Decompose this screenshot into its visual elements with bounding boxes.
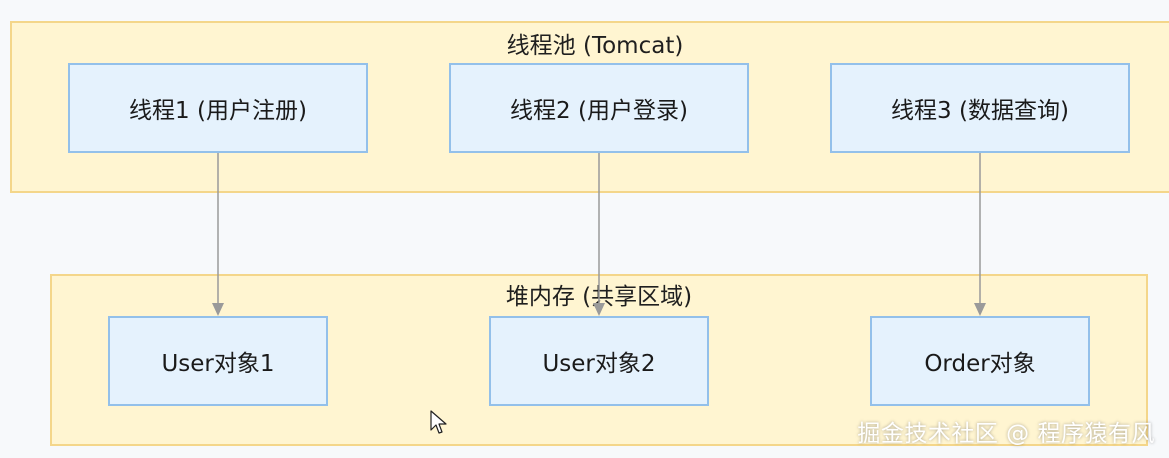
order-object-node: Order对象 — [870, 316, 1090, 406]
mouse-cursor-icon — [430, 410, 447, 434]
thread-3-node: 线程3 (数据查询) — [830, 63, 1130, 153]
user-object-1-node: User对象1 — [108, 316, 328, 406]
thread-2-node: 线程2 (用户登录) — [449, 63, 749, 153]
heap-title: 堆内存 (共享区域) — [505, 284, 693, 310]
watermark: 掘金技术社区 @ 程序猿有风 — [857, 421, 1155, 447]
thread-pool-title: 线程池 (Tomcat) — [506, 33, 684, 59]
user-object-2-node: User对象2 — [489, 316, 709, 406]
thread-1-node: 线程1 (用户注册) — [68, 63, 368, 153]
